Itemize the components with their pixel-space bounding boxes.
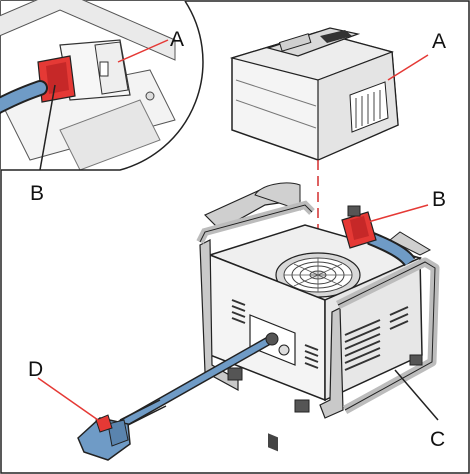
leader-battery-a (387, 54, 429, 81)
leader-inset-a (117, 39, 169, 63)
label-cable-b: B (432, 188, 446, 211)
leader-plug-d (37, 377, 99, 421)
label-battery-a: A (432, 30, 446, 53)
label-plug-d: D (28, 358, 43, 381)
leader-unit-c (394, 369, 439, 421)
power-station-unit (196, 182, 440, 452)
label-unit-c: C (430, 428, 445, 451)
inset-detail (0, 0, 204, 171)
battery-pack (229, 27, 399, 161)
label-inset-a: A (170, 28, 184, 51)
leader-cable-b (367, 204, 429, 223)
leader-inset-b (39, 84, 56, 171)
power-cord-plug (77, 332, 279, 461)
cable-connector (341, 205, 416, 267)
label-inset-b: B (30, 182, 44, 205)
